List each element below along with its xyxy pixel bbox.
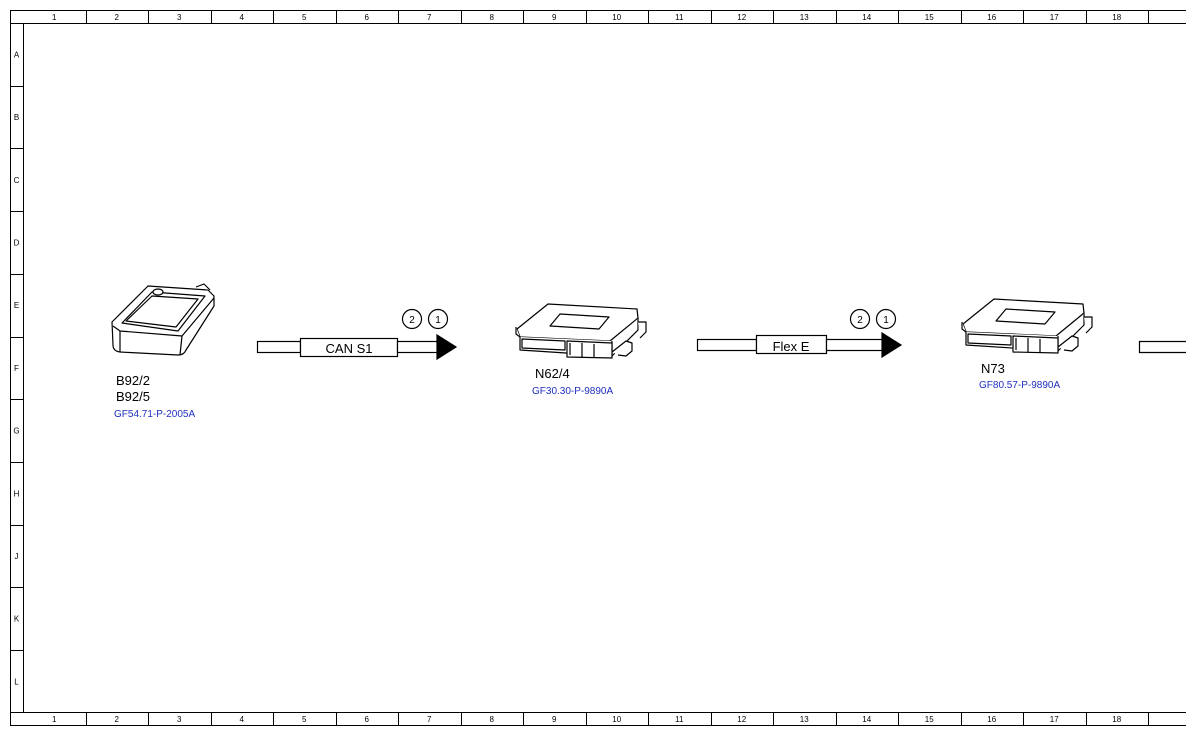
column-number: 9 — [552, 715, 557, 724]
drawing-frame — [10, 10, 1186, 726]
pin-circle — [427, 308, 449, 330]
column-number: 2 — [115, 13, 120, 22]
column-number: 3 — [177, 715, 182, 724]
column-number: 13 — [800, 715, 809, 724]
column-number: 8 — [490, 13, 495, 22]
row-letter: F — [14, 364, 19, 373]
column-number: 6 — [365, 715, 370, 724]
column-number: 5 — [302, 715, 307, 724]
column-number: 5 — [302, 13, 307, 22]
column-number: 12 — [737, 715, 746, 724]
control-unit-icon — [961, 298, 1093, 354]
column-number: 13 — [800, 13, 809, 22]
reference-link-n73[interactable]: GF80.57-P-9890A — [979, 380, 1060, 391]
column-number: 15 — [925, 715, 934, 724]
connection-can-s1 — [256, 308, 458, 361]
row-letter: K — [14, 615, 20, 624]
pin-number: 1 — [435, 315, 441, 326]
row-letter: A — [14, 50, 20, 59]
column-number: 1 — [52, 715, 57, 724]
column-number: 10 — [612, 13, 621, 22]
pin-circle — [401, 308, 423, 330]
pin-number: 1 — [883, 315, 889, 326]
column-number: 4 — [240, 715, 245, 724]
column-number: 12 — [737, 13, 746, 22]
column-number: 17 — [1050, 715, 1059, 724]
column-number: 16 — [987, 715, 996, 724]
connection-label: Flex E — [773, 339, 810, 354]
column-number: 9 — [552, 13, 557, 22]
arrow-right-icon — [881, 331, 903, 359]
column-number: 14 — [862, 715, 871, 724]
control-unit-icon — [515, 303, 647, 359]
row-ruler: A B C D E F G H J K L — [10, 50, 23, 686]
row-letter: H — [14, 489, 20, 498]
column-number: 10 — [612, 715, 621, 724]
row-letter: G — [13, 427, 19, 436]
column-number: 8 — [490, 715, 495, 724]
column-number: 11 — [675, 715, 684, 724]
row-letter: B — [14, 113, 19, 122]
column-number: 18 — [1112, 13, 1121, 22]
arrow-right-icon — [436, 333, 458, 361]
pin-circle — [849, 308, 871, 330]
component-label-b92-2: B92/2 — [116, 373, 150, 388]
column-number: 1 — [52, 13, 57, 22]
row-letter: J — [15, 552, 19, 561]
component-label-n62-4: N62/4 — [535, 366, 570, 381]
column-number: 15 — [925, 13, 934, 22]
component-label-n73: N73 — [981, 361, 1005, 376]
column-number: 14 — [862, 13, 871, 22]
row-letter: E — [14, 301, 19, 310]
column-number: 7 — [427, 13, 432, 22]
pin-number: 2 — [409, 315, 415, 326]
row-letter: C — [14, 176, 20, 185]
pin-circle — [875, 308, 897, 330]
column-number: 2 — [115, 715, 120, 724]
reference-link-b92[interactable]: GF54.71-P-2005A — [114, 409, 195, 420]
connection-label: CAN S1 — [326, 341, 373, 356]
column-number: 17 — [1050, 13, 1059, 22]
pin-number: 2 — [857, 315, 863, 326]
sensor-module-icon — [111, 283, 215, 356]
row-letter: L — [14, 677, 19, 686]
connection-continuation — [1138, 340, 1186, 354]
column-number: 11 — [675, 13, 684, 22]
column-number: 16 — [987, 13, 996, 22]
column-number: 18 — [1112, 715, 1121, 724]
column-number: 4 — [240, 13, 245, 22]
component-label-b92-5: B92/5 — [116, 389, 150, 404]
column-number: 6 — [365, 13, 370, 22]
row-letter: D — [14, 238, 20, 247]
reference-link-n62-4[interactable]: GF30.30-P-9890A — [532, 386, 613, 397]
connection-flex-e — [696, 308, 903, 359]
column-number: 3 — [177, 13, 182, 22]
column-number: 7 — [427, 715, 432, 724]
